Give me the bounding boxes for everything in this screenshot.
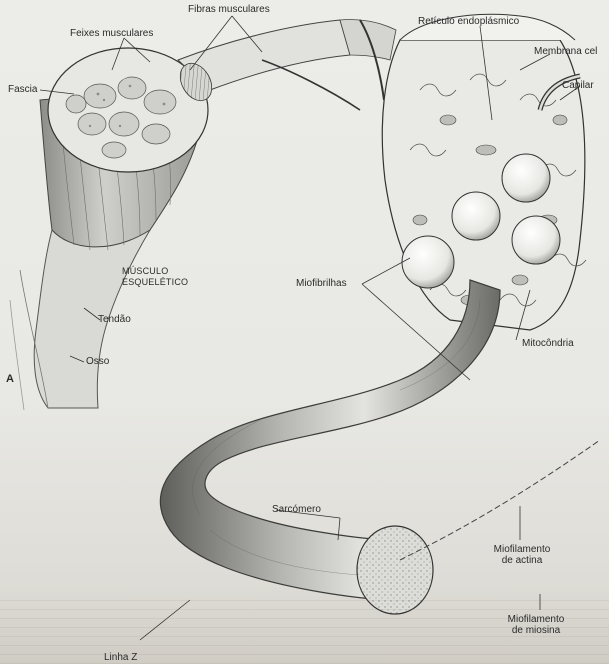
label-miofibrilhas: Miofibrilhas xyxy=(296,278,347,289)
label-actina-line2: de actina xyxy=(492,555,552,566)
muscle-fiber-drawing xyxy=(174,19,396,110)
label-linha-z: Linha Z xyxy=(104,652,137,663)
label-actina-line1: Miofilamento xyxy=(492,544,552,555)
label-fibras-musculares: Fibras musculares xyxy=(188,4,270,15)
label-reticulo-endoplasmico: Retículo endoplásmico xyxy=(418,16,519,27)
label-musculo-line2: ESQUELÉTICO xyxy=(122,277,188,288)
label-tendao: Tendão xyxy=(98,314,131,325)
label-miosina-line1: Miofilamento xyxy=(504,614,568,625)
label-fascia: Fascia xyxy=(8,84,37,95)
label-osso: Osso xyxy=(86,356,109,367)
label-miosina-line2: de miosina xyxy=(504,625,568,636)
label-feixes-musculares: Feixes musculares xyxy=(70,28,153,39)
label-mitocondria: Mitocôndria xyxy=(522,338,574,349)
label-capilar: Capilar xyxy=(562,80,594,91)
label-musculo-line1: MÚSCULO xyxy=(122,266,168,277)
label-membrana-celular: Membrana cel xyxy=(534,46,597,57)
myofibril-section-drawing xyxy=(382,14,586,330)
label-panel-a: A xyxy=(6,374,14,385)
label-sarcomero: Sarcómero xyxy=(272,504,321,515)
